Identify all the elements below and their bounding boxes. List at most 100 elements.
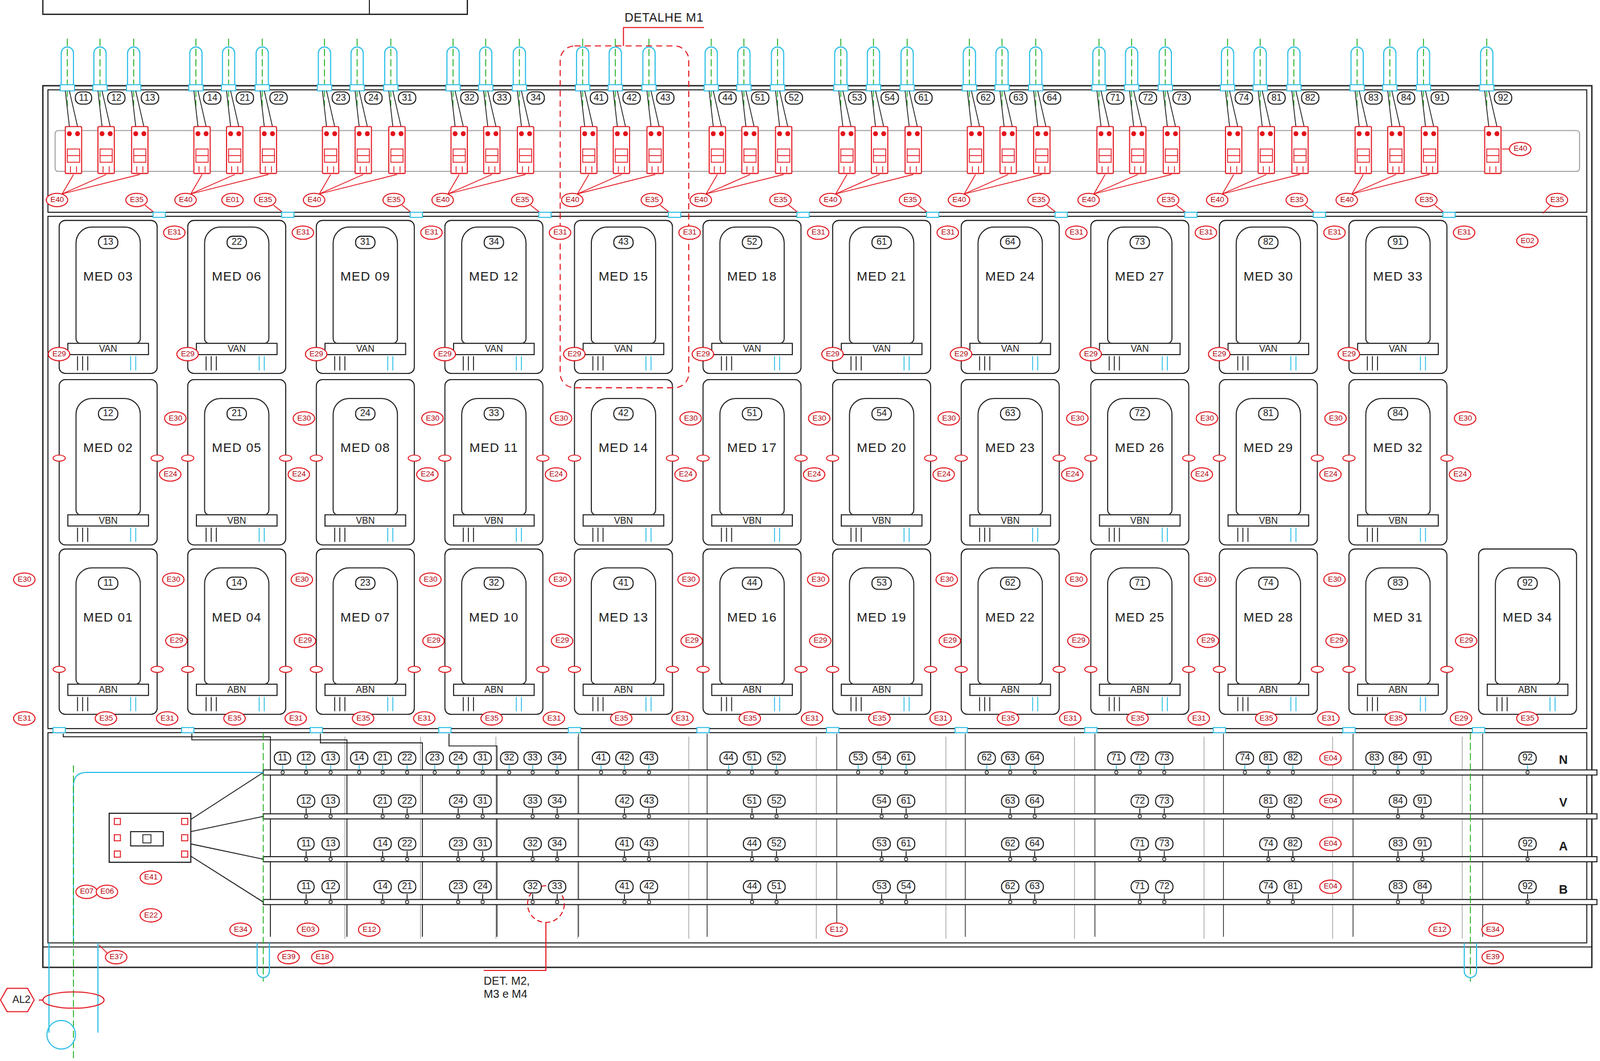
circuit-tag: 43 — [639, 837, 658, 851]
conduit-axis — [1130, 38, 1133, 106]
breaker-terminal — [1001, 131, 1007, 137]
meter-wire — [850, 356, 852, 371]
fuse-symbol — [438, 455, 452, 462]
breaker-terminal — [527, 131, 533, 137]
feeder-cable — [190, 844, 263, 860]
meter-name: MED 28 — [1243, 610, 1294, 625]
meter-name: MED 09 — [340, 269, 390, 284]
meter-wire — [520, 527, 522, 542]
circuit-tag: 74 — [1257, 576, 1279, 590]
fuse-symbol — [1213, 455, 1227, 462]
busbar-tap — [905, 850, 907, 857]
circuit-tag: 33 — [523, 794, 542, 808]
meter-cell — [316, 548, 415, 714]
meter-cell — [316, 379, 415, 545]
fuse-symbol — [568, 666, 582, 673]
conduit — [46, 1020, 76, 1050]
breaker-terminal — [909, 166, 911, 173]
busbar-clamp — [555, 900, 559, 904]
switch-terminal — [114, 834, 121, 841]
meter-wire — [1161, 696, 1163, 711]
circuit-tag: 24 — [473, 879, 492, 894]
callout-number: E37 — [104, 949, 128, 965]
circuit-tag: 42 — [639, 879, 658, 894]
connector — [668, 212, 681, 218]
circuit-tag: 34 — [483, 235, 505, 249]
meter-wire — [258, 696, 261, 711]
conduit-fitting — [1252, 84, 1268, 92]
meter-wire — [1119, 696, 1121, 711]
meter-terminal-block: VBN — [969, 514, 1051, 528]
conduit-fitting — [1028, 84, 1043, 92]
meter-wire — [215, 696, 217, 711]
fuse-symbol — [795, 666, 808, 673]
conduit-axis — [710, 38, 713, 106]
breaker-terminal — [582, 131, 588, 137]
busbar-clamp — [774, 900, 779, 904]
meter-wire — [392, 696, 394, 711]
busbar-name: B — [1557, 883, 1569, 897]
busbar-clamp — [622, 857, 627, 862]
breaker-terminal — [399, 166, 401, 173]
terminal-name: VAN — [583, 343, 664, 355]
circuit-tag: 14 — [350, 751, 369, 765]
meter-terminal-block: VAN — [1227, 342, 1310, 356]
conduit-axis — [1422, 38, 1425, 106]
terminal-name: VBN — [712, 515, 792, 526]
circuit-tag: 84 — [1413, 879, 1432, 894]
fuse-symbol — [536, 666, 550, 673]
terminal-name: VAN — [196, 343, 277, 355]
energy-meter: 83MED 31ABN — [1365, 567, 1431, 685]
breaker-lever — [615, 155, 628, 156]
busbar-clamp — [555, 857, 559, 862]
busbar-tap — [1034, 765, 1036, 770]
breaker — [1000, 126, 1017, 174]
meter-name: MED 02 — [83, 440, 133, 455]
callout-number: E35 — [1545, 192, 1569, 208]
busbar-clamp — [405, 900, 409, 904]
callout-number: E30 — [292, 410, 316, 426]
leader-line — [1093, 174, 1172, 195]
busbar-tap — [406, 850, 408, 857]
breaker-terminal — [651, 166, 653, 173]
meter-wire — [130, 696, 132, 711]
busbar-tap — [1115, 765, 1117, 770]
breaker-terminal — [390, 131, 396, 137]
fuse-symbol — [1053, 666, 1066, 673]
busbar-clamp — [405, 770, 409, 775]
busbar-tap — [1292, 893, 1294, 899]
breaker-terminal — [623, 131, 629, 137]
breaker — [355, 126, 372, 174]
meter-wire — [1420, 527, 1422, 542]
conduit-axis — [743, 38, 745, 106]
conduit-fitting — [1350, 84, 1365, 92]
breaker-terminal — [1130, 131, 1137, 137]
meter-wire — [731, 527, 733, 542]
busbar-clamp — [1138, 770, 1142, 775]
circuit-tag: 42 — [613, 406, 634, 421]
circuit-tag: 32 — [483, 576, 505, 590]
conduit-fitting — [1158, 84, 1173, 92]
breaker-terminal — [1302, 166, 1304, 173]
meter-wire — [909, 527, 911, 542]
busbar-tap — [775, 808, 777, 814]
fuse-symbol — [1084, 455, 1098, 462]
callout-number: E01 — [221, 192, 245, 208]
meter-wire — [1166, 527, 1168, 542]
callout-number: E12 — [825, 922, 849, 937]
circuit-tag: 84 — [1388, 794, 1408, 808]
breaker — [1355, 126, 1372, 174]
meter-cell — [1219, 379, 1318, 545]
cable — [1094, 733, 1096, 937]
callout-number: E24 — [158, 467, 182, 482]
breaker-terminal — [393, 166, 394, 173]
circuit-tag: 34 — [526, 91, 545, 105]
breaker-terminal — [107, 131, 113, 137]
circuit-tag: 64 — [1025, 794, 1044, 808]
switch-terminal — [114, 850, 121, 858]
circuit-tag: 24 — [449, 751, 468, 765]
breaker-lever — [485, 149, 499, 163]
fuse-symbol — [279, 455, 292, 462]
circuit-tag: 51 — [767, 879, 786, 894]
meter-name: MED 01 — [83, 610, 133, 625]
